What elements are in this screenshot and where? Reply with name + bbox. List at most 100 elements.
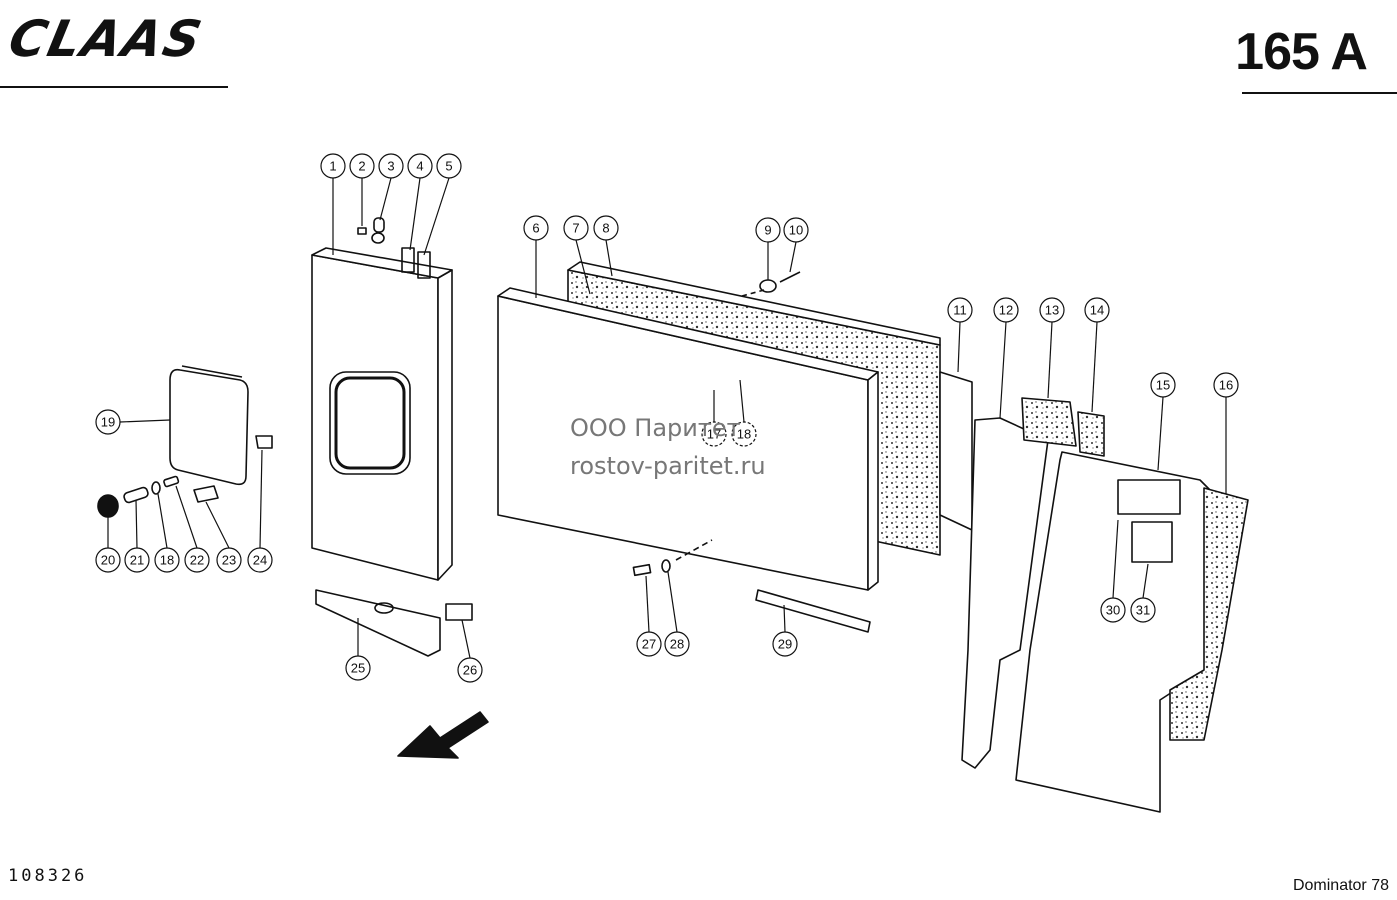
callout-label: 10 [789, 223, 803, 238]
callout-leader-line [645, 575, 650, 633]
callout-circle [154, 547, 180, 573]
rear-housing-part [1015, 451, 1211, 813]
callout-label: 25 [351, 661, 365, 676]
callout-label: 11 [953, 303, 967, 318]
callout-circle [1084, 297, 1110, 323]
callout-circle [345, 655, 371, 681]
callout-label: 29 [778, 637, 792, 652]
callout-circle [701, 421, 727, 447]
callout-circle [95, 409, 121, 435]
bottom-bracket-part [315, 589, 473, 657]
callout-label: 22 [190, 553, 204, 568]
callout-label: 8 [602, 221, 609, 236]
callout-circle [349, 153, 375, 179]
watermark-company: ООО Паритет [570, 414, 741, 442]
callout-label: 21 [130, 553, 144, 568]
callout-leader-line [783, 604, 786, 633]
callout-leader-line [667, 571, 678, 633]
callout-circle [593, 215, 619, 241]
callout-label: 13 [1045, 303, 1059, 318]
callout-circle [523, 215, 549, 241]
callout-leader-line [175, 485, 198, 549]
callout-leader-line [409, 177, 421, 251]
callout-circle [247, 547, 273, 573]
callout-leader-line [379, 177, 392, 221]
callout-leader-line [1112, 519, 1119, 599]
callout-label: 28 [670, 637, 684, 652]
callout-circle [772, 631, 798, 657]
callout-leader-line [605, 239, 613, 277]
callout-label: 14 [1090, 303, 1104, 318]
machine-model: Dominator 78 [1292, 877, 1389, 894]
callout-leader-line [1047, 321, 1053, 399]
callout-circle [436, 153, 462, 179]
callout-label: 9 [764, 223, 771, 238]
callout-label: 17 [707, 427, 721, 442]
callout-circle [1150, 372, 1176, 398]
callout-circle [993, 297, 1019, 323]
callout-circle [1100, 597, 1126, 623]
callout-circle [664, 631, 690, 657]
callout-circle [184, 547, 210, 573]
callout-leader-line [135, 499, 138, 549]
callout-leader-line [1157, 396, 1164, 471]
callout-label: 18 [160, 553, 174, 568]
callout-label: 6 [532, 221, 539, 236]
callout-label: 5 [445, 159, 452, 174]
callout-leader-line [575, 239, 591, 295]
callout-label: 16 [1219, 378, 1233, 393]
strip-part [755, 589, 871, 633]
watermark-site: rostov-paritet.ru [570, 452, 766, 480]
callout-leader-line [1142, 563, 1149, 599]
callout-circle [378, 153, 404, 179]
callout-label: 1 [329, 159, 336, 174]
callout-label: 7 [572, 221, 579, 236]
side-panel-part [311, 247, 453, 581]
fastener-set [97, 435, 273, 518]
cover-plate-part [169, 365, 249, 486]
callout-leader-line [157, 493, 168, 549]
callout-label: 18 [737, 427, 751, 442]
callout-circle [320, 153, 346, 179]
callout-label: 15 [1156, 378, 1170, 393]
bolt-part [632, 539, 713, 577]
callout-leader-line [461, 619, 471, 659]
callout-leader-line [205, 501, 230, 549]
callout-circle [1039, 297, 1065, 323]
header-rule-left [0, 86, 228, 88]
callout-circle [457, 657, 483, 683]
callout-circle [731, 421, 757, 447]
callout-label: 30 [1106, 603, 1120, 618]
callout-leader-line [957, 321, 961, 373]
direction-arrow-icon [397, 711, 489, 759]
callout-circle [216, 547, 242, 573]
callout-leader-line [739, 379, 745, 423]
callout-circle [124, 547, 150, 573]
callout-label: 27 [642, 637, 656, 652]
header-rule-right [1242, 92, 1397, 94]
callout-label: 2 [358, 159, 365, 174]
front-panel-part [497, 287, 879, 591]
small-fittings [357, 217, 431, 279]
page-number: 165 A [1235, 23, 1368, 81]
callout-label: 24 [253, 553, 267, 568]
callout-label: 4 [416, 159, 423, 174]
callout-circle [636, 631, 662, 657]
callout-leader-line [423, 177, 450, 256]
callout-circle [1213, 372, 1239, 398]
callout-circle [407, 153, 433, 179]
callout-label: 3 [387, 159, 394, 174]
callout-leader-line [789, 241, 797, 273]
drawing-number: 108326 [8, 866, 88, 886]
callout-label: 12 [999, 303, 1013, 318]
callout-label: 31 [1136, 603, 1150, 618]
callout-circle [563, 215, 589, 241]
callout-label: 23 [222, 553, 236, 568]
washer-pin-part [741, 271, 801, 297]
callout-label: 20 [101, 553, 115, 568]
callout-circle [783, 217, 809, 243]
foam-edge-part [1169, 487, 1249, 741]
callout-circle [755, 217, 781, 243]
